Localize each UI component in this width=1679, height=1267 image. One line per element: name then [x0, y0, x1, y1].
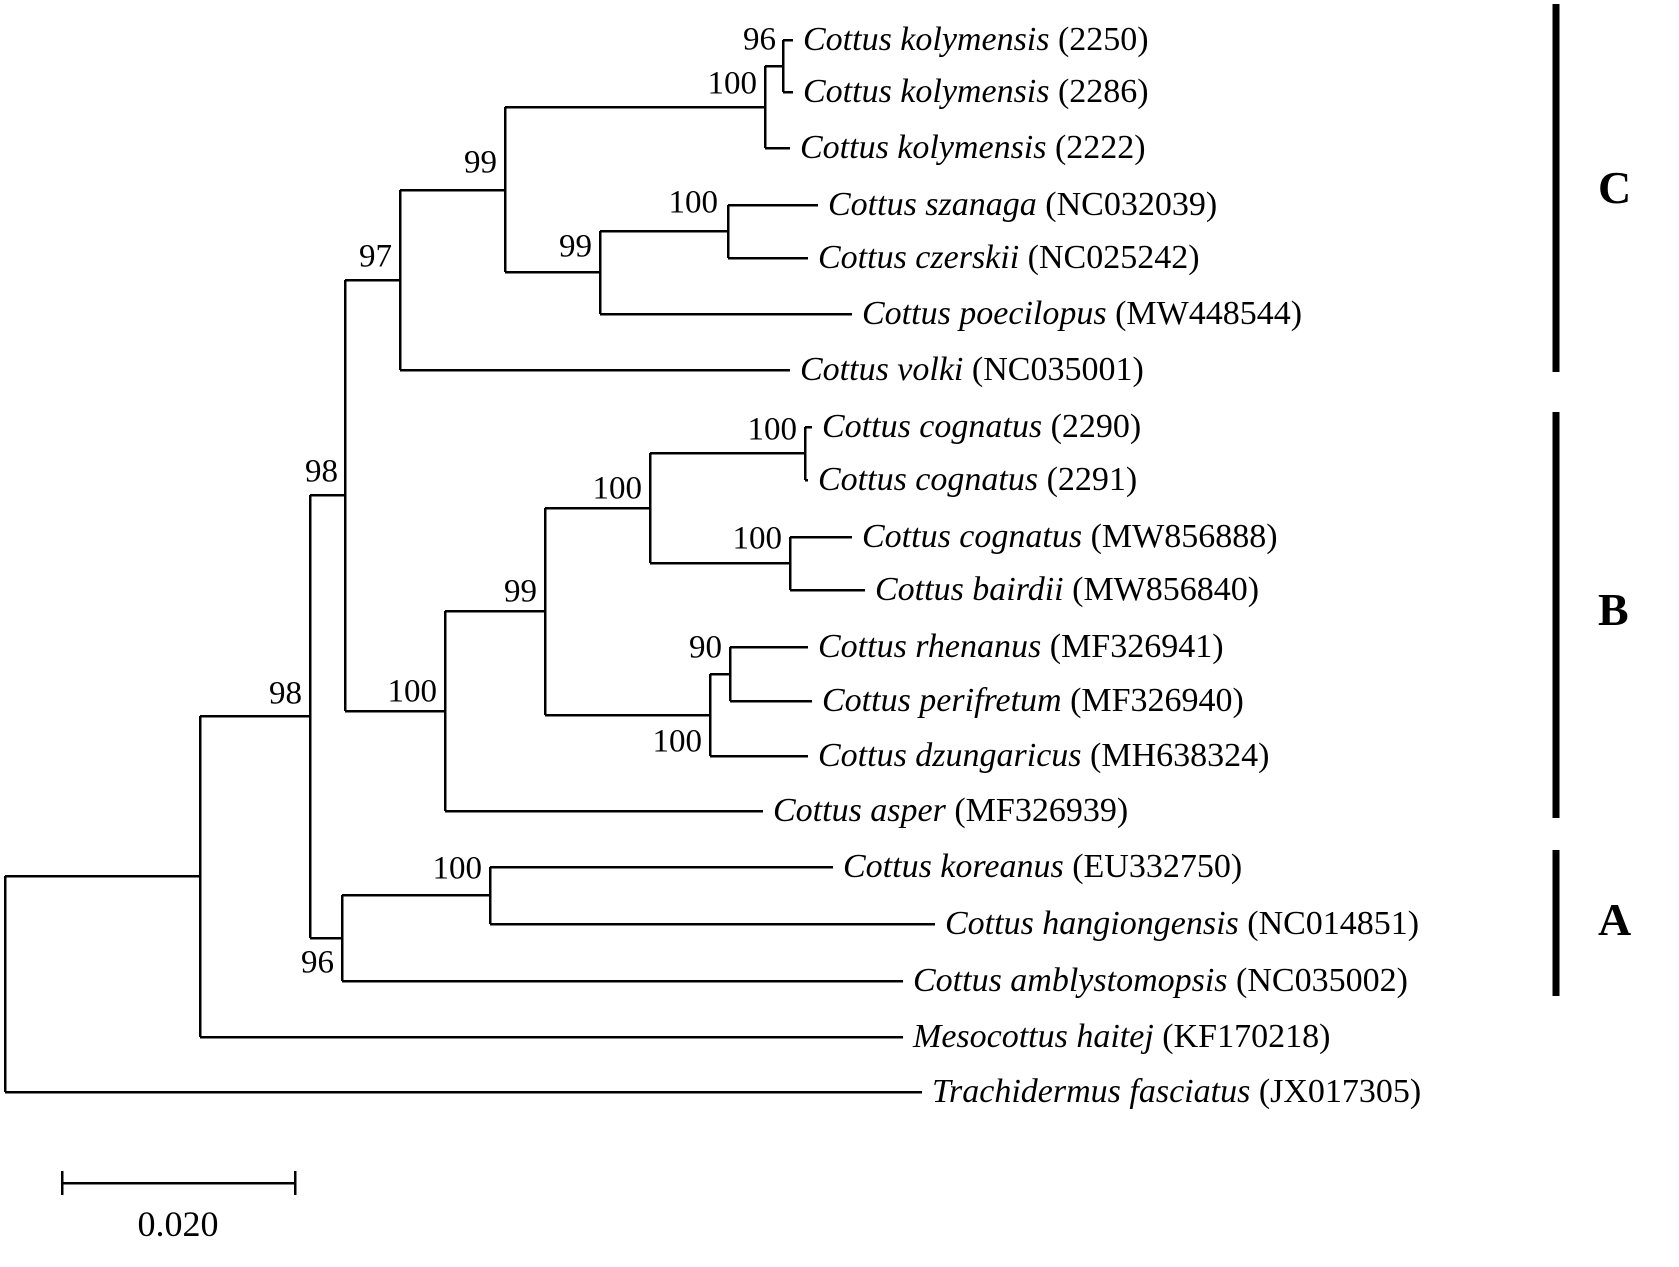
taxon-label: Cottus czerskii (NC025242)	[818, 241, 1200, 275]
bootstrap-value: 96	[743, 21, 776, 58]
taxon-accession: (2250)	[1057, 21, 1149, 58]
taxon-label: Cottus perifretum (MF326940)	[822, 684, 1244, 718]
bootstrap-value: 98	[305, 453, 338, 490]
clade-label-a: A	[1598, 894, 1632, 945]
bootstrap-value: 100	[668, 184, 719, 221]
taxon-accession: (2290)	[1050, 408, 1142, 445]
bootstrap-value: 100	[387, 673, 438, 710]
taxon-label: Trachidermus fasciatus (JX017305)	[932, 1075, 1421, 1109]
taxon-name: Cottus kolymensis	[800, 129, 1047, 166]
taxon-name: Trachidermus fasciatus	[932, 1073, 1251, 1110]
taxon-accession: (NC032039)	[1045, 186, 1218, 223]
taxon-name: Cottus czerskii	[818, 239, 1020, 276]
taxon-accession: (KF170218)	[1162, 1018, 1331, 1055]
taxon-accession: (2291)	[1046, 461, 1138, 498]
taxon-label: Cottus cognatus (2290)	[822, 410, 1141, 444]
taxon-label: Cottus rhenanus (MF326941)	[818, 630, 1224, 664]
bootstrap-value: 100	[732, 520, 783, 557]
clade-label-c: C	[1598, 162, 1632, 213]
taxon-accession: (NC014851)	[1247, 905, 1420, 942]
taxon-label: Cottus koreanus (EU332750)	[843, 850, 1242, 884]
taxon-name: Cottus rhenanus	[818, 628, 1042, 665]
taxon-name: Cottus dzungaricus	[818, 737, 1082, 774]
tree-branches	[3, 38, 935, 1094]
taxon-name: Cottus bairdii	[875, 571, 1064, 608]
scale-bar	[60, 1171, 297, 1195]
taxon-accession: (MW856840)	[1072, 571, 1260, 608]
scale-bar-label: 0.020	[137, 1204, 219, 1244]
taxon-accession: (NC035001)	[971, 351, 1144, 388]
taxon-label: Mesocottus haitej (KF170218)	[913, 1020, 1330, 1054]
taxon-name: Cottus amblystomopsis	[913, 962, 1228, 999]
bootstrap-value: 100	[652, 723, 703, 760]
taxon-accession: (2286)	[1057, 73, 1149, 110]
taxon-accession: (MF326939)	[954, 792, 1129, 829]
taxon-label: Cottus hangiongensis (NC014851)	[945, 907, 1419, 941]
taxon-accession: (2222)	[1054, 129, 1146, 166]
taxon-label: Cottus asper (MF326939)	[773, 794, 1128, 828]
taxon-name: Cottus perifretum	[822, 682, 1062, 719]
taxon-label: Cottus szanaga (NC032039)	[828, 188, 1217, 222]
clade-label-b: B	[1598, 584, 1629, 635]
taxon-accession: (MH638324)	[1090, 737, 1270, 774]
taxon-name: Cottus kolymensis	[803, 73, 1050, 110]
taxon-name: Cottus koreanus	[843, 848, 1064, 885]
taxon-label: Cottus bairdii (MW856840)	[875, 573, 1259, 607]
taxon-accession: (MW448544)	[1115, 295, 1303, 332]
taxon-name: Cottus hangiongensis	[945, 905, 1239, 942]
taxon-accession: (EU332750)	[1072, 848, 1243, 885]
taxon-name: Cottus poecilopus	[862, 295, 1107, 332]
bootstrap-value: 100	[592, 470, 643, 507]
taxon-label: Cottus kolymensis (2250)	[803, 23, 1149, 57]
taxon-name: Cottus volki	[800, 351, 964, 388]
taxon-accession: (MW856888)	[1090, 518, 1278, 555]
taxon-name: Cottus szanaga	[828, 186, 1037, 223]
taxon-accession: (NC035002)	[1236, 962, 1408, 999]
taxon-name: Cottus cognatus	[822, 408, 1043, 445]
taxon-accession: (MF326940)	[1070, 682, 1244, 719]
bootstrap-value: 99	[504, 573, 537, 610]
bootstrap-value: 98	[269, 675, 302, 712]
taxon-name: Cottus asper	[773, 792, 946, 829]
taxon-name: Mesocottus haitej	[913, 1018, 1154, 1055]
bootstrap-value: 99	[559, 228, 592, 265]
taxon-label: Cottus kolymensis (2286)	[803, 75, 1149, 109]
taxon-label: Cottus poecilopus (MW448544)	[862, 297, 1302, 331]
taxon-label: Cottus volki (NC035001)	[800, 353, 1144, 387]
taxon-label: Cottus cognatus (2291)	[818, 463, 1137, 497]
bootstrap-value: 90	[689, 629, 722, 666]
bootstrap-value: 100	[707, 65, 758, 102]
taxon-name: Cottus cognatus	[862, 518, 1083, 555]
taxon-accession: (JX017305)	[1258, 1073, 1422, 1110]
bootstrap-value: 100	[747, 411, 798, 448]
bootstrap-value: 99	[464, 144, 497, 181]
taxon-accession: (MF326941)	[1049, 628, 1224, 665]
taxon-name: Cottus kolymensis	[803, 21, 1050, 58]
taxon-label: Cottus kolymensis (2222)	[800, 131, 1146, 165]
taxon-accession: (NC025242)	[1027, 239, 1200, 276]
taxon-name: Cottus cognatus	[818, 461, 1039, 498]
bootstrap-value: 97	[359, 238, 392, 275]
bootstrap-value: 100	[432, 850, 483, 887]
taxon-label: Cottus amblystomopsis (NC035002)	[913, 964, 1408, 998]
taxon-label: Cottus dzungaricus (MH638324)	[818, 739, 1269, 773]
taxon-label: Cottus cognatus (MW856888)	[862, 520, 1278, 554]
bootstrap-value: 96	[301, 944, 334, 981]
